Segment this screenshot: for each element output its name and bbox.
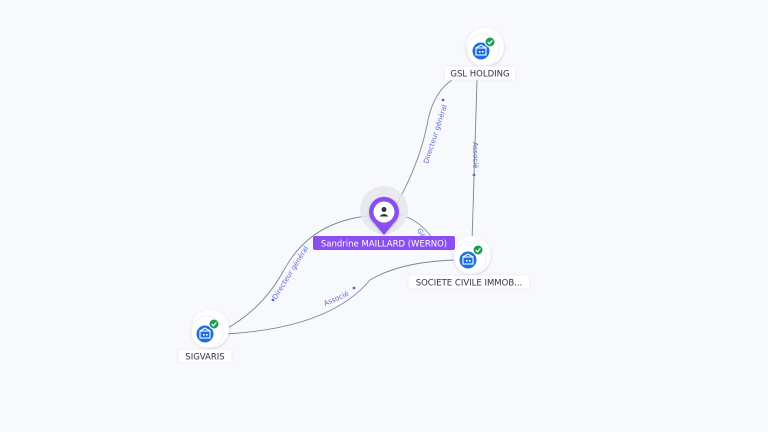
person-icon xyxy=(379,207,389,217)
node-label-person: Sandrine MAILLARD (WERNO) xyxy=(321,240,447,250)
edge-label-person-sigvaris: Directeur général xyxy=(271,245,310,301)
node-sigvaris[interactable]: SIGVARIS xyxy=(177,310,233,364)
arrow-marker xyxy=(441,98,445,102)
company-building-icon xyxy=(459,251,477,269)
company-building-icon xyxy=(472,42,490,60)
edge-arrows xyxy=(271,98,476,302)
node-person[interactable]: Sandrine MAILLARD (WERNO) xyxy=(313,186,455,250)
node-societe-civile[interactable]: SOCIETE CIVILE IMMOB... xyxy=(407,236,531,290)
edge-gsl-sci[interactable] xyxy=(471,79,478,243)
edge-person-gsl[interactable] xyxy=(391,79,453,213)
person-label-box xyxy=(313,236,455,250)
check-icon xyxy=(484,36,496,48)
node-label-sigvaris: SIGVARIS xyxy=(185,353,224,363)
node-label-box xyxy=(407,274,531,290)
check-icon xyxy=(208,318,220,330)
node-label-box xyxy=(177,348,233,364)
node-label-societe-civile: SOCIETE CIVILE IMMOB... xyxy=(416,279,523,289)
edge-label-person-gsl: Directeur général xyxy=(422,104,449,165)
arrow-marker xyxy=(352,286,356,290)
node-gsl-holding[interactable]: GSL HOLDING xyxy=(443,28,517,81)
arrow-marker xyxy=(271,298,275,302)
edge-label-sigvaris-sci: Associé xyxy=(323,290,350,308)
edges xyxy=(223,79,478,335)
edge-label-gsl-sci: Associé xyxy=(471,142,479,169)
company-building-icon xyxy=(196,325,214,343)
arrow-marker xyxy=(472,173,476,177)
node-label-gsl-holding: GSL HOLDING xyxy=(450,70,509,80)
node-label-box xyxy=(443,65,517,81)
edge-sigvaris-sci[interactable] xyxy=(225,259,455,335)
edge-person-sigvaris[interactable] xyxy=(223,215,369,331)
edge-label-person-sci: Gé xyxy=(415,227,427,239)
check-icon xyxy=(472,244,484,256)
